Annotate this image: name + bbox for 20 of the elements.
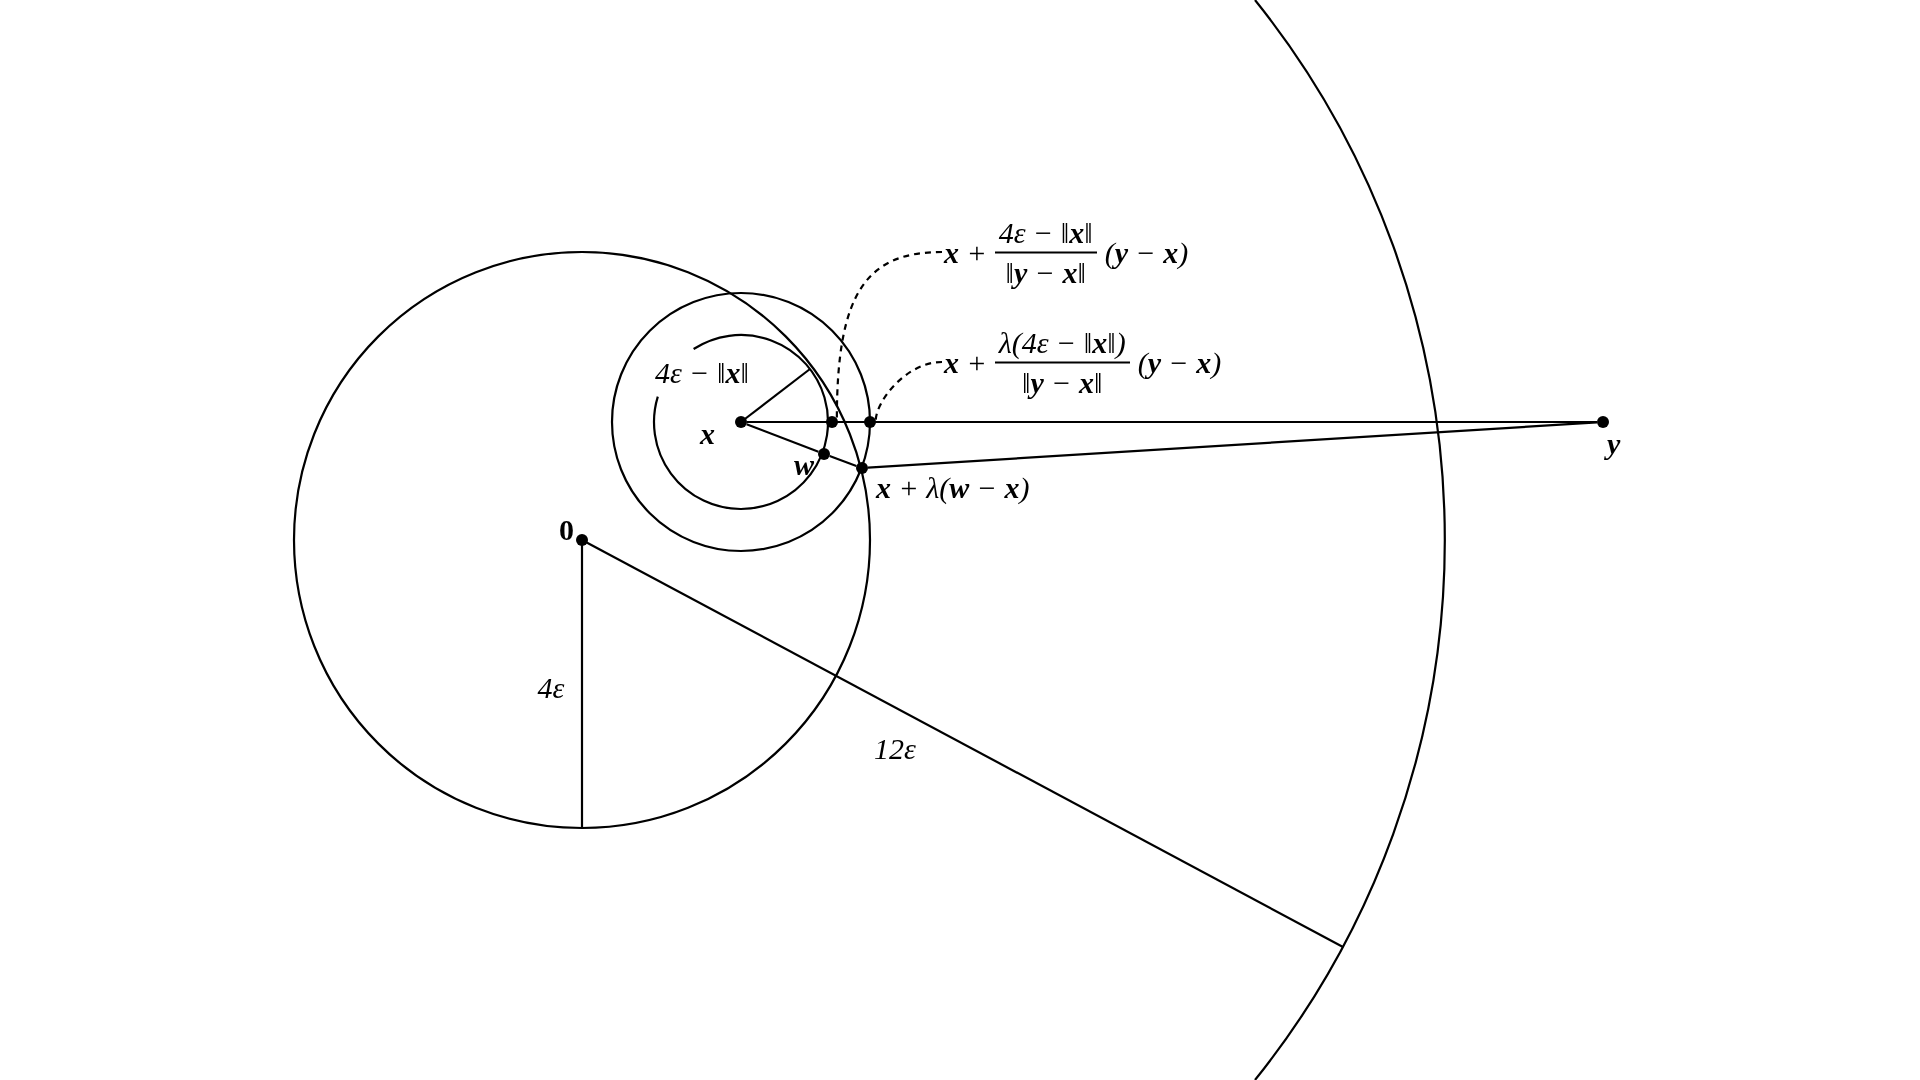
fraction-numerator: 4ε − ‖x‖: [998, 214, 1093, 251]
radius-label: 4ε − ‖x‖: [655, 356, 749, 389]
fraction-numerator: λ(4ε − ‖x‖): [998, 324, 1126, 361]
formula-term: x +: [944, 234, 987, 271]
line-segment: [829, 455, 857, 467]
point-label: x: [700, 417, 715, 450]
point-label: 0: [559, 513, 574, 546]
fraction-denominator: ‖y − x‖: [1005, 254, 1086, 291]
formula-term: x +: [944, 344, 987, 381]
dimension-label: 12ε: [874, 732, 916, 765]
line-segment: [746, 423, 819, 453]
formula-term: (y − x): [1104, 234, 1189, 271]
dimension-label: 4ε: [537, 671, 565, 704]
leader-line: [874, 360, 943, 421]
fraction-denominator: ‖y − x‖: [1021, 364, 1103, 401]
line-segment: [867, 421, 1598, 469]
point-label: w: [794, 448, 814, 481]
point-label: x + λ(w − x): [876, 471, 1030, 504]
leader-line: [835, 250, 943, 419]
formula-term: (y − x): [1137, 344, 1222, 381]
